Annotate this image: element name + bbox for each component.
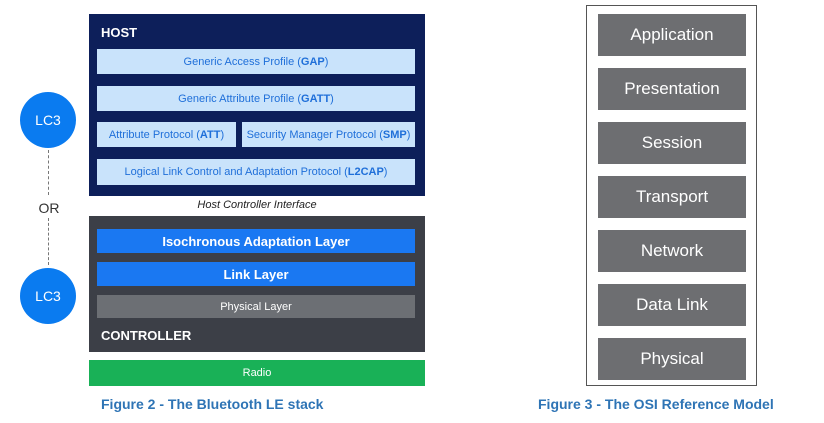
osi-layer-network: Network	[598, 230, 746, 272]
link-layer: Link Layer	[97, 262, 415, 286]
osi-layer-application: Application	[598, 14, 746, 56]
hci-label: Host Controller Interface	[197, 199, 317, 211]
connector-line-top	[48, 150, 49, 195]
physical-layer: Physical Layer	[97, 295, 415, 318]
att-layer: Attribute Protocol (ATT)	[97, 122, 236, 147]
osi-layer-transport: Transport	[598, 176, 746, 218]
smp-layer: Security Manager Protocol (SMP)	[242, 122, 415, 147]
connector-line-bottom	[48, 218, 49, 265]
l2cap-layer: Logical Link Control and Adaptation Prot…	[97, 159, 415, 185]
osi-layer-data-link: Data Link	[598, 284, 746, 326]
or-label: OR	[38, 200, 60, 216]
iso-adaptation-layer: Isochronous Adaptation Layer	[97, 229, 415, 253]
lc3-codec-bottom: LC3	[20, 268, 76, 324]
osi-layer-session: Session	[598, 122, 746, 164]
osi-layer-physical: Physical	[598, 338, 746, 380]
radio-layer: Radio	[89, 360, 425, 386]
figure-2-caption: Figure 2 - The Bluetooth LE stack	[101, 396, 324, 412]
host-title: HOST	[101, 25, 138, 40]
gatt-layer: Generic Attribute Profile (GATT)	[97, 86, 415, 111]
lc3-codec-top: LC3	[20, 92, 76, 148]
gap-layer: Generic Access Profile (GAP)	[97, 49, 415, 74]
figure-3-caption: Figure 3 - The OSI Reference Model	[538, 396, 774, 412]
controller-title: CONTROLLER	[101, 328, 192, 343]
osi-layer-presentation: Presentation	[598, 68, 746, 110]
